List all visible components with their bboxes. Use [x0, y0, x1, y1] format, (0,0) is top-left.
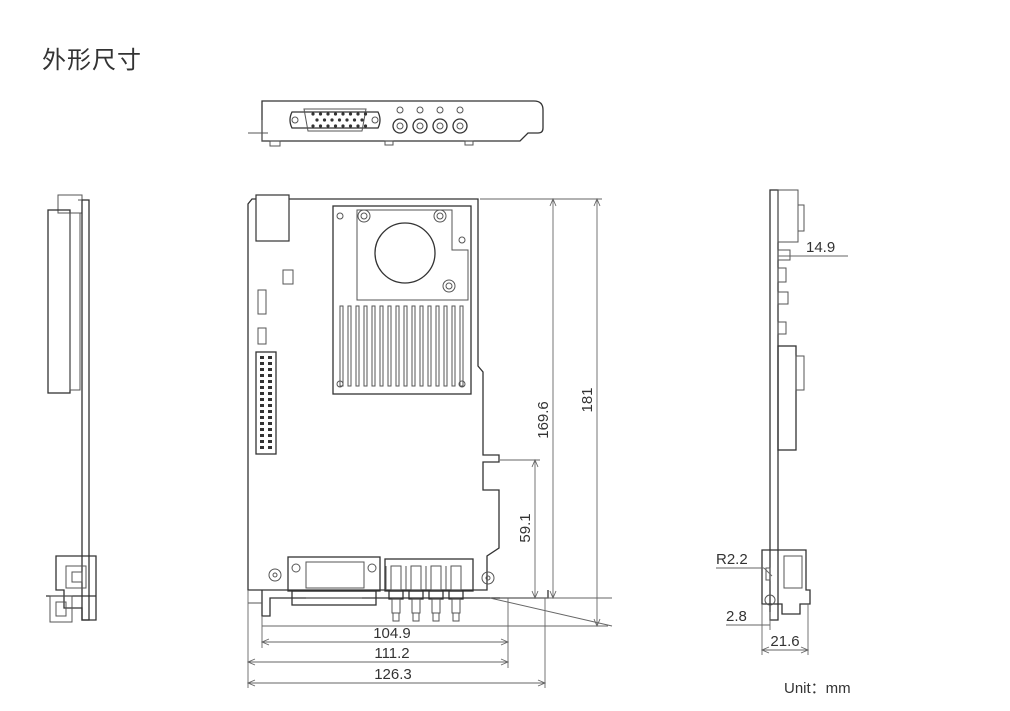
db-connector-top	[289, 108, 381, 132]
heatsink	[332, 205, 472, 395]
page-title: 外形尺寸	[42, 46, 142, 74]
dim-21-6-label: 21.6	[770, 633, 799, 650]
dim-r2-2-label: R2.2	[716, 551, 748, 568]
dim-126-3-label: 126.3	[374, 666, 412, 683]
dim-104-9-label: 104.9	[373, 625, 411, 642]
front-view	[247, 194, 549, 622]
dim-169-6-label: 169.6	[535, 401, 552, 439]
pin-header	[255, 351, 277, 455]
dim-181-label: 181	[579, 387, 596, 412]
top-view	[248, 100, 544, 147]
unit-label: Unit：mm	[784, 680, 851, 697]
left-side-view	[46, 194, 97, 623]
db-connector-front	[268, 556, 381, 606]
right-side-view	[761, 189, 811, 621]
dimensions: 169.6 181 59.1 104.9 111.2 126.3 14.9 R2…	[246, 197, 848, 688]
dim-14-9-label: 14.9	[806, 239, 835, 256]
bnc-connectors-front	[384, 558, 495, 622]
dim-59-1-label: 59.1	[517, 513, 534, 542]
dim-2-8-label: 2.8	[726, 608, 747, 625]
bnc-jacks-top	[392, 106, 468, 134]
dim-111-2-label: 111.2	[374, 645, 409, 662]
